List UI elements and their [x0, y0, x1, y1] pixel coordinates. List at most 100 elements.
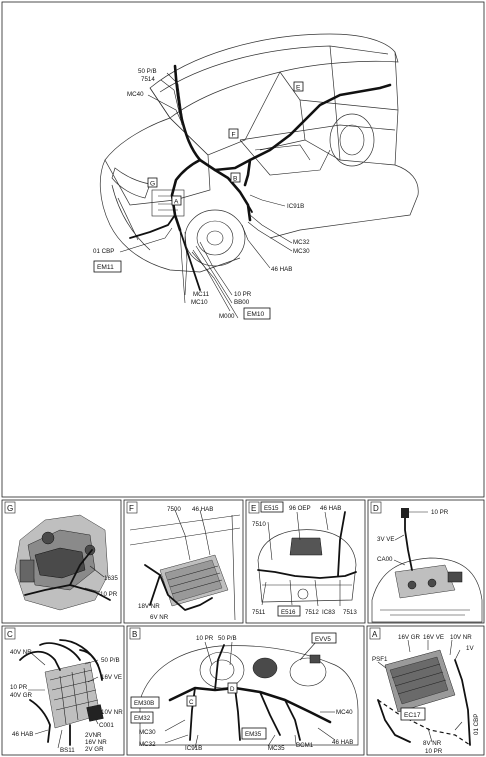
panel-a-psf1: PSF1: [372, 656, 388, 663]
label-m000: M000: [219, 313, 235, 320]
headlight: [111, 167, 151, 199]
panel-f: F 7500 46 HAB 18V NR 6V NR: [123, 499, 244, 624]
panel-a-16vgr: 16V GR: [398, 634, 421, 641]
em11-box: [93, 260, 122, 273]
marker-a: A: [174, 199, 179, 206]
rear-wheel: [329, 113, 375, 167]
marker-e-box: [293, 81, 304, 92]
panel-c-id: C: [7, 630, 13, 639]
label-em10: EM10: [247, 311, 265, 318]
panel-a-ec17: EC17: [404, 712, 421, 719]
label-mc11: MC11: [193, 291, 210, 298]
panel-c-46hab: 46 HAB: [12, 731, 33, 738]
panel-b: B 10 PR 50 P/B EVV5 EM30B EM32 C D: [126, 625, 365, 756]
panel-c-40vnr: 40V NR: [10, 649, 32, 656]
panel-b-em35: EM35: [245, 731, 262, 738]
label-50pb: 50 P/B: [138, 68, 157, 75]
roof-outline: [149, 33, 399, 119]
panel-e-e515: E515: [264, 505, 279, 512]
label-mc32: MC32: [293, 239, 310, 246]
panel-f-46hab: 46 HAB: [192, 506, 213, 513]
panel-e-e516: E516: [281, 609, 296, 616]
label-ic91b: IC91B: [287, 203, 304, 210]
panel-e-7513: 7513: [343, 609, 357, 616]
marker-g-box: [147, 177, 158, 188]
em32-box: [130, 711, 154, 724]
panel-a-16vve: 16V VE: [423, 634, 444, 641]
panel-b-10pr: 10 PR: [196, 635, 214, 642]
panel-f-6vnr: 6V NR: [150, 614, 169, 621]
dashboard: [371, 557, 483, 623]
panel-g-id: G: [7, 504, 13, 513]
panel-c-2vgr: 2V GR: [85, 746, 104, 753]
panel-a-id: A: [372, 630, 378, 639]
panel-b-evv5: EVV5: [315, 636, 331, 643]
marker-a-box: [171, 195, 182, 206]
panel-b-mc30: MC30: [139, 729, 156, 736]
marker-d-box: [227, 682, 238, 694]
panel-b-46hab: 46 HAB: [332, 739, 353, 746]
em35-box: [241, 727, 267, 740]
panel-b-em30b: EM30B: [134, 700, 154, 707]
panel-b-id: B: [132, 630, 137, 639]
panel-b-c: C: [189, 699, 194, 706]
panel-d-3vve: 3V VE: [377, 536, 395, 543]
panel-c-40vgr: 40V GR: [10, 692, 33, 699]
panel-b-mc35: MC35: [268, 745, 285, 752]
marker-e: E: [296, 85, 301, 92]
panel-e-46hab: 46 HAB: [320, 505, 341, 512]
panel-f-7500: 7500: [167, 506, 181, 513]
panel-b-50pb: 50 P/B: [218, 635, 237, 642]
main-view-frame: [1, 1, 485, 498]
panel-a: A 16V GR 16V VE 10V NR PSF1 1V EC17 01 C…: [366, 625, 485, 756]
panel-e-id: E: [251, 504, 256, 513]
panel-a-8vnr: 8V NR: [423, 740, 442, 747]
label-em11: EM11: [97, 264, 114, 271]
label-mc10: MC10: [191, 299, 208, 306]
panel-d: D 10 PR 3V VE CA00: [367, 499, 485, 624]
panel-e-ic83: IC83: [322, 609, 336, 616]
panel-c-2vnr: 2VNR: [85, 732, 102, 739]
panel-c-c001: C001: [99, 722, 114, 729]
panel-c-10vnr: 10V NR: [101, 709, 123, 716]
dashboard-under: [139, 645, 359, 746]
label-46hab: 46 HAB: [271, 266, 292, 273]
panel-a-01cbp: 01 CBP: [473, 714, 480, 735]
em10-box: [243, 307, 271, 320]
marker-f: F: [232, 132, 236, 139]
hood: [104, 117, 211, 206]
panel-c: C 40V NR 50 P/B 16V VE 10 PR 40V GR 10V …: [1, 625, 125, 756]
panel-d-ca00: CA00: [377, 556, 393, 563]
ec17-box: [400, 707, 426, 721]
marker-g: G: [150, 181, 155, 188]
label-mc40: MC40: [127, 91, 144, 98]
label-10pr: 10 PR: [234, 291, 252, 298]
panel-a-10pr: 10 PR: [425, 748, 443, 755]
e515-box: [260, 501, 284, 513]
panel-c-10pr: 10 PR: [10, 684, 28, 691]
panel-e-96oep: 96 OEP: [289, 505, 311, 512]
marker-f-box: [228, 128, 239, 139]
panel-b-ic91b: IC91B: [185, 745, 202, 752]
panel-e-7510: 7510: [252, 521, 266, 528]
panel-a-10vnr: 10V NR: [450, 634, 472, 641]
label-01cbp: 01 CBP: [93, 248, 114, 255]
panel-d-10pr: 10 PR: [431, 509, 449, 516]
harness-main: [173, 64, 392, 172]
main-car-view: G A F B E 50 P/B 7514 MC40 IC91B MC32 MC…: [93, 33, 419, 320]
panel-d-id: D: [373, 504, 379, 513]
panel-f-id: F: [129, 504, 134, 513]
label-7514: 7514: [141, 76, 155, 83]
panel-b-em32: EM32: [134, 715, 151, 722]
panel-e: E E515 96 OEP 46 HAB 7510 7511 E516 7512…: [245, 499, 366, 624]
panel-b-mc40: MC40: [336, 709, 353, 716]
label-mc30: MC30: [293, 248, 310, 255]
label-bb00: BB00: [234, 299, 250, 306]
panel-f-18vnr: 18V NR: [138, 603, 160, 610]
panel-e-7512: 7512: [305, 609, 319, 616]
panel-b-bcm1: BCM1: [296, 742, 314, 749]
panel-c-16vnr: 16V NR: [85, 739, 107, 746]
front-bumper: [99, 159, 241, 273]
